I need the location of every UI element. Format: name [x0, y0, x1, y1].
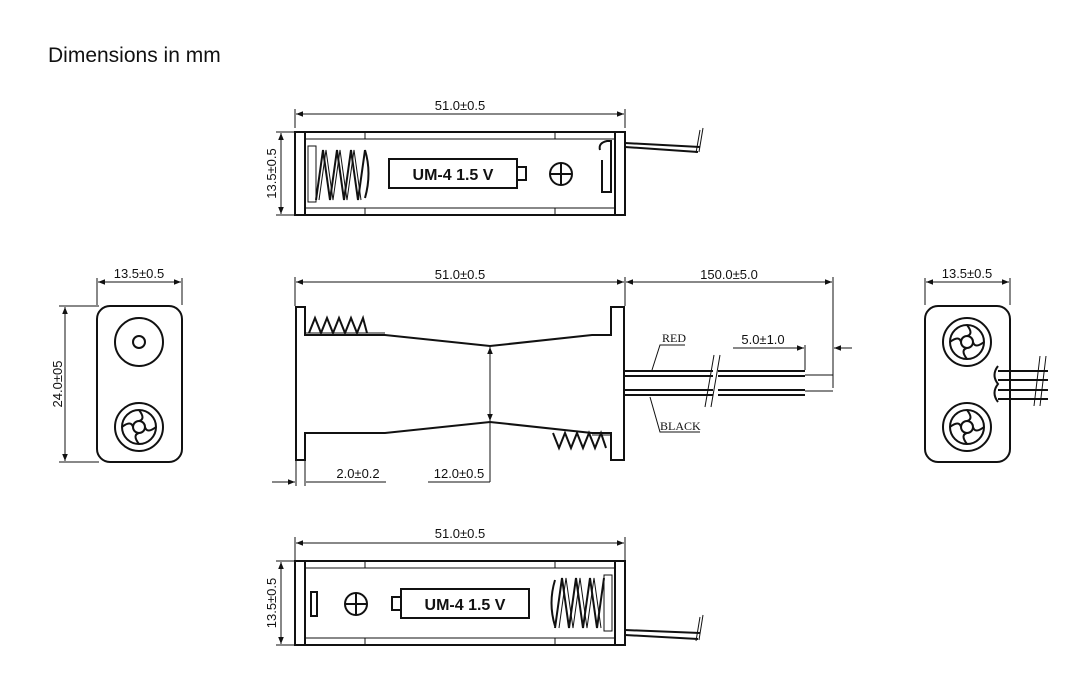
bottom-battery-label-text: UM-4 1.5 V	[425, 597, 506, 614]
strip-length-dimension: 5.0±1.0	[733, 332, 852, 370]
bottom-width-text: 51.0±0.5	[435, 526, 486, 541]
left-bottom-terminal	[114, 402, 164, 452]
top-width-text: 51.0±0.5	[435, 98, 486, 113]
top-battery-label-text: UM-4 1.5 V	[413, 167, 494, 184]
wall-thickness-dimension: 2.0±0.2	[272, 460, 386, 486]
lead-wires	[624, 354, 833, 408]
black-wire-callout: BLACK	[649, 396, 701, 433]
bottom-contact-clip	[310, 591, 318, 617]
top-plus-symbol	[549, 162, 573, 186]
right-width-dimension: 13.5±0.5	[924, 266, 1011, 305]
bottom-holder-body	[294, 560, 626, 646]
right-bottom-terminal	[942, 402, 992, 452]
left-height-dimension: 24.0±05	[50, 305, 99, 463]
red-wire-callout: RED	[651, 331, 686, 371]
right-wire-exit	[993, 355, 1048, 407]
bottom-height-text: 13.5±0.5	[264, 578, 279, 629]
top-height-dimension: 13.5±0.5	[264, 131, 298, 216]
top-view: 51.0±0.5 13.5±0.5 UM-4	[264, 98, 704, 216]
side-lower-spring	[552, 430, 607, 451]
side-upper-spring	[308, 314, 368, 336]
page-title: Dimensions in mm	[48, 44, 221, 67]
lead-length-dimension: 150.0±5.0	[626, 267, 834, 388]
top-height-text: 13.5±0.5	[264, 148, 279, 199]
bottom-spring	[550, 574, 613, 632]
bottom-wires	[624, 614, 704, 642]
right-width-text: 13.5±0.5	[942, 266, 993, 281]
top-width-dimension: 51.0±0.5	[294, 98, 626, 128]
top-battery-label: UM-4 1.5 V	[388, 158, 527, 189]
black-wire-label: BLACK	[660, 419, 701, 433]
left-top-terminal	[114, 317, 164, 367]
inner-height-text: 12.0±0.5	[434, 466, 485, 481]
left-width-dimension: 13.5±0.5	[96, 266, 183, 305]
right-top-terminal	[942, 317, 992, 367]
bottom-view: 51.0±0.5 13.5±0.5	[264, 526, 704, 646]
side-view: 51.0±0.5 150.0±5.0 12.0±0.5	[272, 267, 852, 486]
top-spring	[307, 145, 370, 203]
left-width-text: 13.5±0.5	[114, 266, 165, 281]
bottom-height-dimension: 13.5±0.5	[264, 560, 298, 646]
top-holder-body	[294, 131, 626, 216]
bottom-battery-label: UM-4 1.5 V	[391, 588, 530, 619]
bottom-plus-symbol	[344, 592, 368, 616]
inner-height-dimension: 12.0±0.5	[428, 347, 493, 483]
top-contact-clip	[598, 140, 612, 193]
left-end-view: 13.5±0.5 24.0±05	[50, 266, 183, 463]
wall-thickness-text: 2.0±0.2	[336, 466, 379, 481]
bottom-width-dimension: 51.0±0.5	[294, 526, 626, 560]
strip-length-text: 5.0±1.0	[741, 332, 784, 347]
side-width-text: 51.0±0.5	[435, 267, 486, 282]
right-end-view: 13.5±0.5	[924, 266, 1048, 463]
red-wire-label: RED	[662, 331, 686, 345]
left-end-outline	[96, 305, 183, 463]
top-wires	[624, 127, 704, 154]
left-height-text: 24.0±05	[50, 361, 65, 408]
side-width-dimension: 51.0±0.5	[294, 267, 626, 306]
right-end-outline	[924, 305, 1011, 463]
lead-length-text: 150.0±5.0	[700, 267, 758, 282]
